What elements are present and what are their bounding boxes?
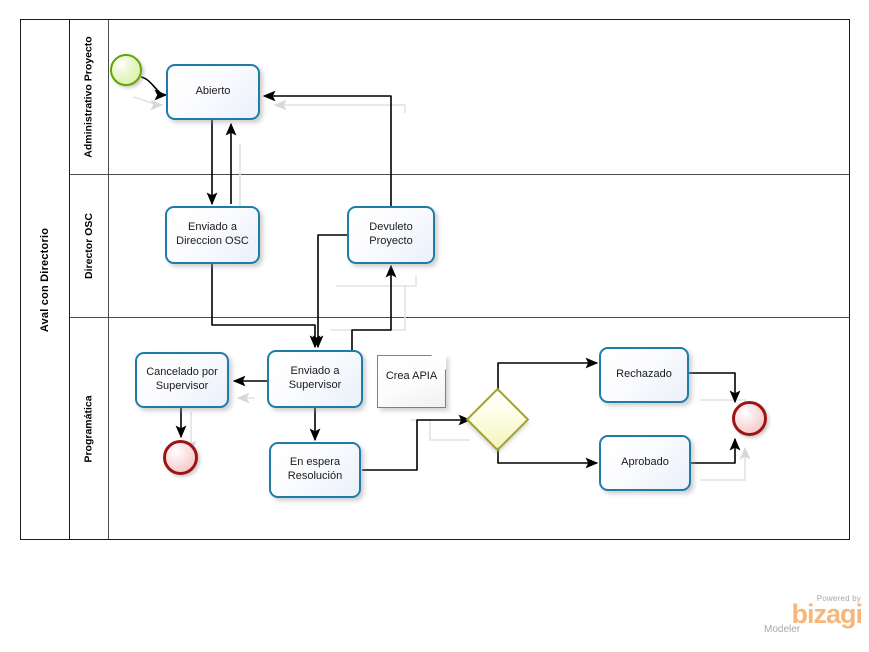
task-label-cancelado-por-supervisor: Cancelado por Supervisor	[146, 366, 218, 392]
task-enviado-a-direccion-osc[interactable]: Enviado a Direccion OSC	[165, 206, 260, 264]
lane-label-administrativo-proyecto: Administrativo Proyecto	[83, 36, 95, 158]
lane-director-osc[interactable]: Director OSC	[70, 175, 849, 318]
start-event[interactable]	[110, 54, 142, 86]
task-label-enviado-a-supervisor: Enviado a Supervisor	[288, 365, 342, 391]
task-devuleto-proyecto[interactable]: Devuleto Proyecto	[347, 206, 435, 264]
task-label-abierto: Abierto	[195, 85, 231, 98]
bizagi-watermark: Powered by bizagi Modeler	[762, 594, 863, 642]
task-label-aprobado: Aprobado	[621, 456, 669, 469]
data-object-crea-apia[interactable]: Crea APIA	[377, 355, 446, 408]
watermark-product: Modeler	[764, 624, 801, 635]
lane-label-programatica: Programática	[83, 394, 95, 463]
exclusive-gateway[interactable]	[465, 387, 530, 452]
data-object-fold-icon	[431, 355, 446, 370]
watermark-brand: bizagi	[791, 599, 863, 629]
gateway-diamond-shape	[465, 387, 530, 452]
pool-aval-con-directorio[interactable]: Aval con Directorio Administrativo Proye…	[20, 19, 850, 540]
pool-label: Aval con Directorio	[39, 227, 52, 332]
task-cancelado-por-supervisor[interactable]: Cancelado por Supervisor	[135, 352, 229, 408]
end-event-final[interactable]	[732, 401, 767, 436]
task-enviado-a-supervisor[interactable]: Enviado a Supervisor	[267, 350, 363, 408]
lane-header-director-osc: Director OSC	[70, 175, 109, 317]
task-label-devuleto-proyecto: Devuleto Proyecto	[369, 221, 413, 247]
data-object-label: Crea APIA	[385, 370, 438, 382]
task-aprobado[interactable]: Aprobado	[599, 435, 691, 491]
task-en-espera-resolucion[interactable]: En espera Resolución	[269, 442, 361, 498]
pool-header: Aval con Directorio	[21, 20, 70, 539]
task-label-en-espera-resolucion: En espera Resolución	[287, 456, 343, 482]
end-event-cancelado[interactable]	[163, 440, 198, 475]
lane-header-administrativo-proyecto: Administrativo Proyecto	[70, 20, 109, 174]
watermark-powered-by: Powered by	[816, 594, 861, 603]
task-rechazado[interactable]: Rechazado	[599, 347, 689, 403]
lane-header-programatica: Programática	[70, 318, 109, 539]
task-label-rechazado: Rechazado	[616, 368, 672, 381]
task-label-enviado-a-direccion-osc: Enviado a Direccion OSC	[176, 221, 249, 247]
lane-label-director-osc: Director OSC	[83, 213, 95, 279]
task-abierto[interactable]: Abierto	[166, 64, 260, 120]
